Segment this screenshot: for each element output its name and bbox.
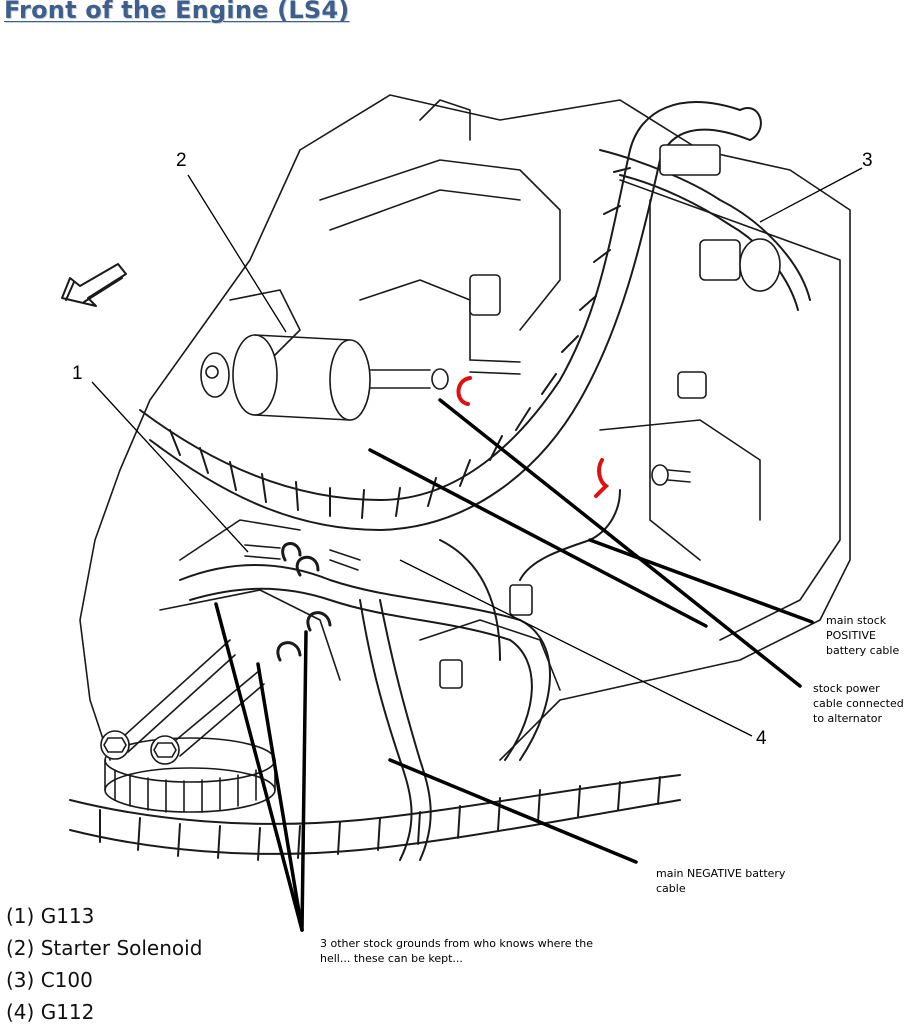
engine-block: [79, 94, 851, 761]
highlight-terminals: [456, 376, 610, 498]
wiring-harness: [69, 101, 811, 861]
legend-item: (1) G113: [6, 904, 95, 928]
callout-number-3: 3: [862, 150, 873, 171]
positive-cable-pointer: [588, 538, 814, 624]
annotation-lines: [214, 398, 814, 932]
leader-1: [91, 381, 249, 553]
power-cable-pointer-a: [438, 398, 802, 688]
annotation-positive-cable: main stock POSITIVE battery cable: [826, 614, 900, 657]
callout-number-4: 4: [756, 728, 767, 749]
starter-solenoid: [200, 334, 449, 421]
leader-4: [399, 559, 753, 737]
legend: (1) G113 (2) Starter Solenoid (3) C100 (…: [6, 900, 202, 1028]
ground-hooks: [276, 542, 332, 662]
studs: [244, 359, 691, 571]
ground-pointer-a: [214, 602, 304, 932]
callout-number-2: 2: [176, 150, 187, 171]
callout-leaders: [91, 167, 863, 737]
ground-pointer-b: [256, 662, 304, 932]
legend-item: (4) G112: [6, 1000, 95, 1024]
callout-number-1: 1: [72, 363, 83, 384]
leader-3: [759, 167, 863, 223]
bolts: [100, 639, 265, 765]
solenoid-terminal-highlight: [456, 376, 472, 406]
legend-item: (2) Starter Solenoid: [6, 936, 203, 960]
connectors: [439, 144, 781, 689]
annotation-power-cable: stock power cable connected to alternato…: [813, 682, 904, 725]
leader-2: [187, 174, 287, 333]
ground-pointer-c: [300, 630, 308, 932]
annotation-negative-cable: main NEGATIVE battery cable: [656, 867, 786, 895]
legend-item: (3) C100: [6, 968, 93, 992]
page-title: Front of the Engine (LS4): [4, 0, 350, 24]
power-cable-pointer-b: [368, 448, 708, 628]
front-direction-arrow: [61, 263, 127, 307]
alternator-terminal-highlight: [594, 458, 610, 498]
negative-cable-pointer: [388, 758, 638, 864]
annotation-other-grounds: 3 other stock grounds from who knows whe…: [320, 937, 594, 965]
